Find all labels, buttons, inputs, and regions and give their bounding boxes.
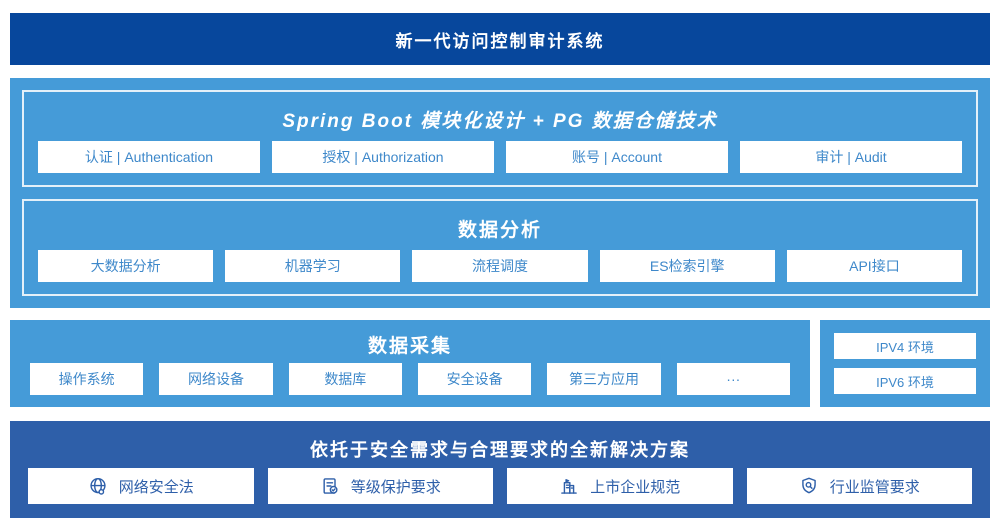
data-collection-panel: 数据采集 操作系统 网络设备 数据库 安全设备 第三方应用 ···	[10, 320, 810, 407]
data-analysis-title: 数据分析	[457, 220, 542, 241]
solution-item-industry-regulation: 行业监管要求	[746, 468, 972, 504]
collection-item-network-device: 网络设备	[159, 363, 273, 395]
data-collection-title: 数据采集	[367, 336, 452, 357]
module-item-authentication: 认证 | Authentication	[38, 141, 260, 173]
solution-item-cybersecurity-law: 网络安全法	[28, 468, 254, 504]
analysis-item-es: ES检索引擎	[599, 250, 775, 282]
module-item-authorization: 授权 | Authorization	[272, 141, 494, 173]
shield-search-icon	[799, 476, 819, 496]
solution-item-label: 等级保护要求	[350, 478, 441, 496]
collection-item-thirdparty: 第三方应用	[547, 363, 661, 395]
analysis-item-api: API接口	[786, 250, 963, 282]
collection-item-more: ···	[676, 363, 790, 395]
top-banner: 新一代访问控制审计系统	[10, 13, 990, 65]
building-icon	[559, 476, 579, 496]
collection-item-database: 数据库	[288, 363, 402, 395]
system-title: 新一代访问控制审计系统	[395, 31, 605, 51]
solution-title: 依托于安全需求与合理要求的全新解决方案	[310, 439, 690, 460]
solution-section: 依托于安全需求与合理要求的全新解决方案 网络安全法	[10, 421, 990, 518]
analysis-item-bigdata: 大数据分析	[38, 250, 214, 282]
solution-item-label: 行业监管要求	[829, 478, 920, 496]
module-item-account: 账号 | Account	[506, 141, 728, 173]
collection-row: 操作系统 网络设备 数据库 安全设备 第三方应用 ···	[30, 363, 790, 395]
collection-item-os: 操作系统	[30, 363, 144, 395]
springboot-modules-box: Spring Boot 模块化设计 + PG 数据仓储技术 认证 | Authe…	[22, 90, 978, 187]
analysis-item-workflow: 流程调度	[412, 250, 588, 282]
modules-row: 认证 | Authentication 授权 | Authorization 账…	[38, 141, 962, 173]
env-item-ipv6: IPV6 环境	[834, 368, 976, 394]
env-item-ipv4: IPV4 环境	[834, 333, 976, 359]
module-item-audit: 审计 | Audit	[740, 141, 962, 173]
springboot-modules-title: Spring Boot 模块化设计 + PG 数据仓储技术	[282, 111, 718, 132]
platform-section: Spring Boot 模块化设计 + PG 数据仓储技术 认证 | Authe…	[10, 78, 990, 308]
solution-item-listed-company: 上市企业规范	[507, 468, 733, 504]
collection-item-security-device: 安全设备	[417, 363, 532, 395]
solution-item-label: 上市企业规范	[590, 478, 681, 496]
globe-icon	[88, 476, 108, 496]
data-analysis-box: 数据分析 大数据分析 机器学习 流程调度 ES检索引擎 API接口	[22, 199, 978, 296]
solution-item-label: 网络安全法	[118, 478, 194, 496]
solution-row: 网络安全法 等级保护要求	[28, 468, 972, 504]
solution-item-graded-protection: 等级保护要求	[267, 468, 493, 504]
analysis-row: 大数据分析 机器学习 流程调度 ES检索引擎 API接口	[38, 250, 963, 282]
environment-panel: IPV4 环境 IPV6 环境	[820, 320, 990, 407]
document-check-icon	[320, 476, 340, 496]
analysis-item-ml: 机器学习	[225, 250, 401, 282]
